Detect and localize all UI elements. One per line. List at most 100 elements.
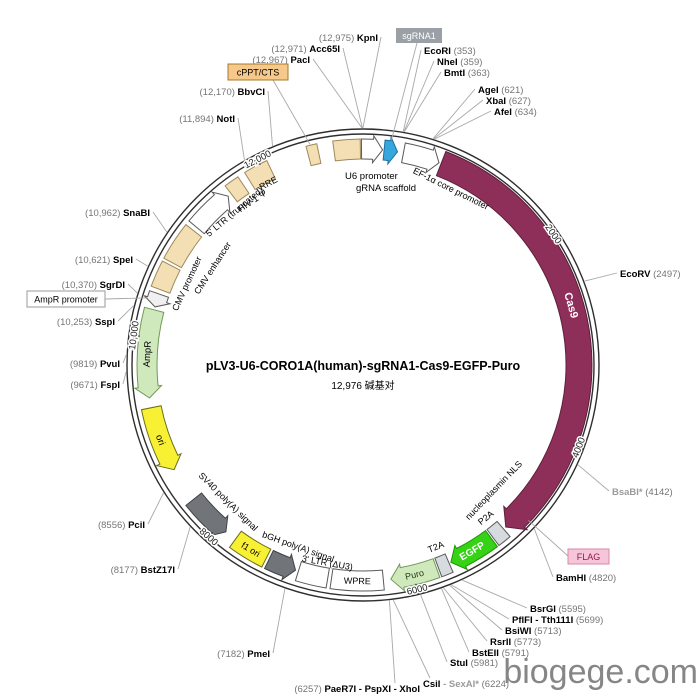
site-label-bmti: BmtI (363) [444, 68, 490, 79]
scale-tick [128, 334, 140, 337]
leader-ampr-promoter [104, 297, 147, 300]
badge-text-ampr-promoter: AmpR promoter [34, 295, 98, 305]
feature-3-ltr-du3 [294, 560, 330, 589]
leader-paci [312, 58, 363, 129]
leader-pflfi-tth111i [451, 584, 510, 620]
site-label-fspi: (9671) FspI [70, 380, 120, 391]
site-label-pflfi-tth111i: PflFI - Tth111I (5699) [512, 615, 603, 626]
leader-pcii [147, 492, 164, 525]
leader-spei [135, 258, 148, 267]
scale-tick [205, 532, 214, 542]
badge-flag [567, 548, 610, 565]
feature-cas9 [435, 150, 593, 531]
leader-ecori [402, 49, 422, 132]
feature-ef1a-core-promoter [401, 142, 440, 174]
site-label-pcii: (8556) PciI [98, 520, 145, 531]
feature-egfp [450, 529, 499, 571]
leader-rsrii [443, 587, 488, 642]
feature-p2a [486, 520, 511, 547]
scale-tick [572, 444, 584, 450]
leader-sgrdi [127, 283, 138, 294]
feature-t2a [434, 553, 454, 578]
site-label-paer7i-pspxi-xhoi: (6257) PaeR7I - PspXI - XhoI [294, 684, 420, 695]
site-label-xbai: XbaI (627) [486, 96, 531, 107]
feature-label-wpre: WPRE [344, 576, 371, 587]
site-label-noti: (11,894) NotI [179, 114, 235, 125]
feature-label-u6-promoter: U6 promoter [345, 171, 398, 182]
leader-bamhi [533, 528, 554, 578]
scale-tick [415, 583, 419, 595]
leader-noti [237, 117, 245, 160]
leader-bsabi [577, 464, 610, 492]
leader-sspi [117, 305, 134, 322]
leader-nhei [403, 60, 435, 132]
leader-paer7i-pspxi-xhoi [388, 600, 396, 684]
site-label-snabi: (10,962) SnaBI [85, 208, 150, 219]
feature-hiv1-psi [224, 176, 250, 203]
badge-text-sgrna1: sgRNA1 [402, 31, 436, 41]
scale-label: 10,000 [127, 320, 142, 350]
leader-bsrgi [462, 579, 528, 609]
feature-puro [390, 558, 441, 592]
feature-cppt-cts-feature [305, 143, 322, 167]
site-label-pmei: (7182) PmeI [217, 649, 270, 660]
backbone-ring-outer [126, 128, 600, 602]
site-label-bstz17i: (8177) BstZ17I [111, 565, 175, 576]
feature-sgrna1-marker [382, 135, 399, 166]
site-label-spei: (10,621) SpeI [75, 255, 133, 266]
leader-sgrna1 [391, 42, 418, 140]
leader-xbai [433, 99, 484, 140]
site-label-bsteii: BstEII (5791) [472, 648, 529, 659]
leader-ecorv [584, 272, 618, 282]
feature-label-ori: ori [153, 433, 167, 447]
site-label-ecori: EcoRI (353) [424, 46, 476, 57]
site-label-csii-sexai: CsiI - SexAI* (6224) [423, 679, 509, 690]
leader-bsiwi [449, 585, 503, 631]
plasmid-length-label: 12,976 碱基对 [331, 381, 395, 392]
feature-label-puro: Puro [404, 568, 425, 582]
site-label-rsrii: RsrII (5773) [490, 637, 541, 648]
site-label-sgrdi: (10,370) SgrDI [62, 280, 125, 291]
feature-rre [243, 159, 276, 191]
site-label-nhei: NheI (359) [437, 57, 482, 68]
feature-wpre [329, 568, 385, 592]
badge-text-cppt-cts: cPPT/CTS [237, 68, 280, 78]
leader-agei [432, 88, 476, 139]
leader-cppt-cts [272, 79, 311, 145]
feature-cmv-enhancer [163, 223, 203, 269]
plasmid-title: pLV3-U6-CORO1A(human)-sgRNA1-Cas9-EGFP-P… [205, 359, 521, 373]
feature-f1-ori [228, 530, 272, 568]
site-label-sspi: (10,253) SspI [57, 317, 115, 328]
feature-cmv-promoter [150, 260, 181, 294]
feature-label-ampr: AmpR [142, 341, 154, 368]
badge-sgrna1 [396, 28, 442, 43]
site-label-bsiwi: BsiWI (5713) [505, 626, 562, 637]
site-label-kpni: (12,975) KpnI [319, 33, 378, 44]
leader-fspi [122, 371, 127, 385]
feature-bgh-polya [263, 549, 297, 582]
leader-pmei [272, 588, 286, 654]
feature-grna-scaffold [360, 134, 384, 165]
backbone-ring-inner [131, 133, 595, 597]
leader-kpni [362, 36, 382, 129]
site-label-bsabi: BsaBI* (4142) [612, 487, 673, 498]
leader-stui [420, 594, 448, 663]
leader-csii-sexai [392, 599, 431, 679]
badge-text-flag: FLAG [577, 552, 601, 562]
site-label-acc65i: (12,971) Acc65I [271, 44, 340, 55]
scale-tick [254, 154, 261, 166]
site-label-ecorv: EcoRV (2497) [620, 269, 681, 280]
site-label-stui: StuI (5981) [450, 658, 498, 669]
watermark: biogege.com [503, 653, 698, 691]
feature-ori [140, 405, 182, 471]
site-label-afei: AfeI (634) [494, 107, 537, 118]
leader-snabi [152, 211, 168, 233]
feature-ampr-promoter-feature [143, 290, 172, 308]
feature-ampr [133, 306, 165, 399]
site-label-bamhi: BamHI (4820) [556, 573, 616, 584]
feature-u6-promoter [332, 138, 362, 162]
badge-ampr-promoter [26, 290, 106, 308]
feature-label-grna-scaffold: gRNA scaffold [356, 183, 416, 194]
